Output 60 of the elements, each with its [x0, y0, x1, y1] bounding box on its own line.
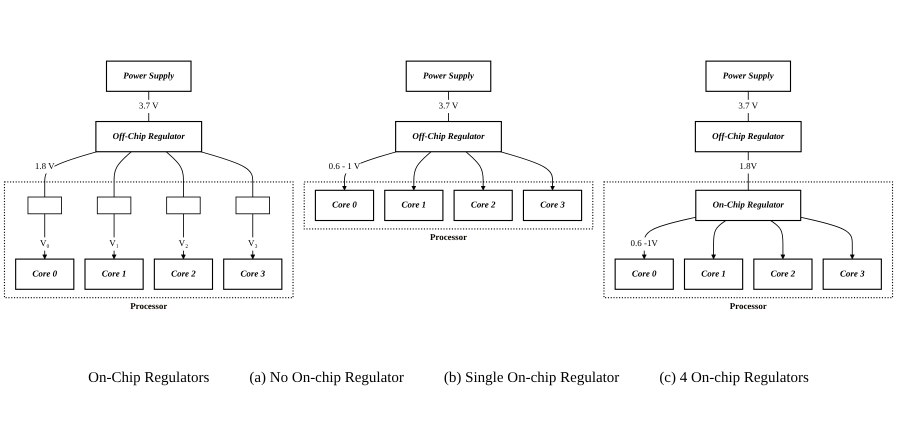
- connector: [166, 151, 184, 198]
- node-box: Core 2: [154, 258, 214, 290]
- connector: [200, 151, 254, 198]
- node-box: Core 0: [314, 190, 374, 222]
- edge-label: 0.6 - 1 V: [328, 162, 360, 172]
- connector: [44, 151, 98, 198]
- arrow: [42, 213, 48, 260]
- node-box: Off-Chip Regulator: [95, 120, 202, 152]
- node-box: [166, 196, 201, 214]
- arrow: [465, 151, 486, 191]
- arrow: [770, 220, 786, 260]
- node-box: Core 2: [753, 258, 813, 290]
- connector: [448, 90, 449, 122]
- edge-label: V₀: [40, 238, 50, 248]
- panel-caption: (a) No On-chip Regulator: [249, 370, 404, 387]
- arrow: [711, 220, 726, 260]
- node-box: Off-Chip Regulator: [694, 120, 802, 152]
- node-box: Off-Chip Regulator: [395, 120, 502, 152]
- edge-label: 3.7 V: [738, 101, 758, 111]
- node-box: On-Chip Regulator: [695, 190, 802, 222]
- bracket-label: On-Chip Regulators: [88, 370, 210, 387]
- edge-label: V₃: [248, 238, 258, 248]
- node-box: Core 1: [684, 258, 744, 290]
- node-box: [236, 196, 270, 214]
- arrow: [250, 213, 256, 260]
- connector: [114, 151, 132, 198]
- edge-label: V₂: [178, 238, 188, 248]
- arrow: [411, 151, 432, 191]
- node-box: [28, 196, 62, 214]
- edge-label: 3.7 V: [438, 101, 458, 111]
- edge-label: 0.6 -1V: [630, 238, 658, 248]
- arrow: [500, 151, 555, 191]
- node-label: Processor: [730, 302, 767, 312]
- edge-label: V₁: [109, 238, 119, 248]
- node-box: Core 1: [384, 190, 444, 222]
- cluster: [603, 181, 894, 298]
- node-label: Processor: [130, 302, 168, 312]
- node-box: Core 0: [15, 258, 74, 290]
- node-box: Core 1: [84, 258, 144, 290]
- node-box: Core 3: [522, 190, 582, 222]
- node-label: Processor: [430, 232, 468, 242]
- node-box: Power Supply: [705, 60, 792, 92]
- arrow: [112, 213, 117, 260]
- cluster: [304, 181, 594, 230]
- edge-label: 1.8 V: [34, 162, 55, 172]
- arrow: [800, 216, 855, 260]
- node-box: Core 0: [614, 258, 674, 290]
- node-box: [96, 196, 132, 214]
- node-box: Core 3: [223, 258, 282, 290]
- panel-caption: (c) 4 On-chip Regulators: [659, 370, 809, 387]
- edge-label: 1.8V: [739, 162, 758, 172]
- node-box: Power Supply: [406, 60, 492, 92]
- arrow: [180, 213, 186, 260]
- edge-label: 3.7 V: [138, 101, 159, 111]
- node-box: Core 3: [822, 258, 882, 290]
- panel-caption: (b) Single On-chip Regulator: [444, 370, 620, 387]
- node-box: Core 2: [454, 190, 513, 222]
- cluster: [4, 181, 294, 298]
- connector: [748, 151, 749, 191]
- node-box: Power Supply: [106, 60, 192, 92]
